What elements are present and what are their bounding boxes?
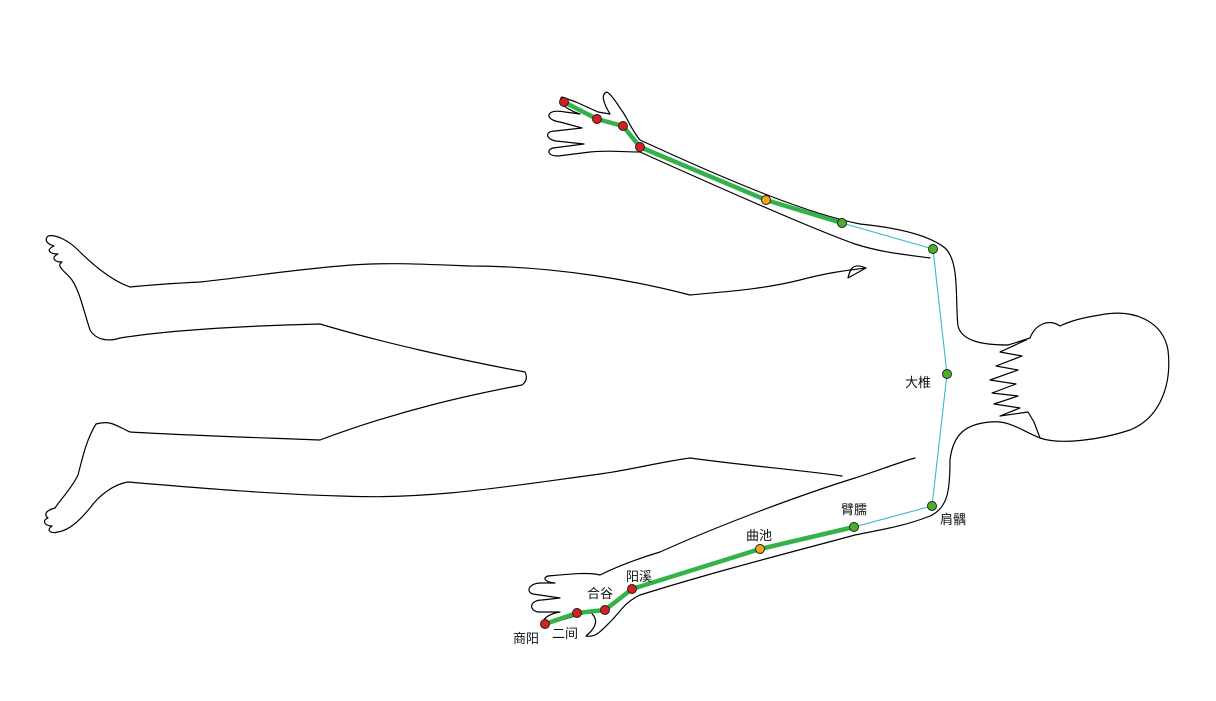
- yangxi-point[interactable]: [627, 584, 637, 594]
- upper-hegu-point[interactable]: [618, 121, 628, 131]
- dazhui-point[interactable]: [942, 369, 952, 379]
- lower-leg-outline: [43, 421, 843, 534]
- upper-binao-point[interactable]: [837, 218, 847, 228]
- jianyu-label: 肩髃: [940, 512, 966, 528]
- upper-hip-line: [847, 265, 867, 279]
- upper-erjian-point[interactable]: [592, 114, 602, 124]
- lower-meridian-line: [542, 524, 857, 627]
- hair-outline: [989, 339, 1041, 439]
- shangyang-point[interactable]: [540, 619, 550, 629]
- hegu-label: 合谷: [587, 587, 613, 602]
- jianyu-point[interactable]: [927, 501, 937, 511]
- upper-arm-meridian: [561, 99, 948, 375]
- yangxi-label: 阳溪: [626, 570, 652, 585]
- erjian-label: 二间: [552, 627, 578, 642]
- head-outline: [1007, 312, 1170, 442]
- binao-point[interactable]: [849, 522, 859, 532]
- point-labels: 大椎 肩髃 臂臑 曲池 阳溪 合谷 二间 商阳: [513, 376, 966, 647]
- quchi-point[interactable]: [755, 544, 765, 554]
- upper-leg-outline: [45, 235, 867, 441]
- lower-points: [540, 501, 937, 629]
- binao-label: 臂臑: [841, 503, 867, 518]
- hegu-point[interactable]: [600, 605, 610, 615]
- upper-yangxi-point[interactable]: [635, 142, 645, 152]
- upper-meridian-line: [561, 99, 845, 226]
- body-outline: [43, 91, 1170, 637]
- upper-points: [559, 97, 938, 254]
- upper-neck-outline: [547, 91, 1009, 346]
- upper-quchi-point[interactable]: [761, 195, 771, 205]
- upper-shangyang-point[interactable]: [559, 97, 569, 107]
- lower-neck-outline: [528, 421, 1041, 637]
- dazhui-label: 大椎: [905, 376, 931, 391]
- shangyang-label: 商阳: [513, 632, 539, 647]
- upper-jianyu-point[interactable]: [928, 244, 938, 254]
- erjian-point[interactable]: [572, 608, 582, 618]
- quchi-label: 曲池: [746, 529, 772, 544]
